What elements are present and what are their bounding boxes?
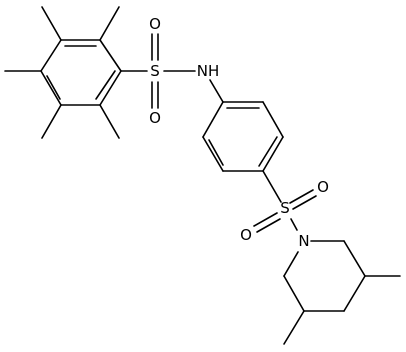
- bond: [209, 79, 224, 103]
- bond: [283, 310, 305, 345]
- bond: [256, 218, 281, 233]
- bond: [283, 251, 299, 277]
- atom-label-nh: NH: [197, 62, 220, 80]
- atom-label-sulfur: S: [280, 199, 290, 217]
- bond: [40, 70, 62, 106]
- bond: [262, 136, 284, 172]
- bond: [99, 70, 122, 106]
- atom-label-oxygen: O: [317, 178, 329, 196]
- bond: [99, 104, 120, 139]
- atom-label-oxygen: O: [240, 226, 252, 244]
- bond: [202, 136, 224, 172]
- bond: [292, 195, 317, 210]
- bond: [289, 189, 314, 204]
- bond: [208, 139, 224, 166]
- atom-label-layer: S O O NH S O O N: [149, 15, 329, 250]
- atom-label-oxygen: O: [149, 109, 161, 127]
- bond: [262, 170, 282, 203]
- bond: [202, 101, 224, 138]
- atom-label-sulfur: S: [150, 62, 160, 80]
- bond: [343, 275, 366, 312]
- bond: [46, 75, 61, 100]
- atom-label-nitrogen: N: [298, 232, 309, 250]
- bond: [95, 70, 116, 100]
- bond: [262, 101, 284, 138]
- bond: [99, 6, 120, 41]
- bond: [99, 39, 122, 72]
- bond: [343, 240, 366, 277]
- bond: [253, 212, 278, 227]
- bond: [40, 39, 62, 72]
- atom-label-oxygen: O: [149, 15, 161, 33]
- bond-layer: [4, 6, 401, 345]
- bond: [290, 218, 298, 231]
- bond: [41, 104, 62, 139]
- bond: [283, 275, 305, 312]
- bond: [258, 136, 278, 167]
- bond: [41, 6, 62, 41]
